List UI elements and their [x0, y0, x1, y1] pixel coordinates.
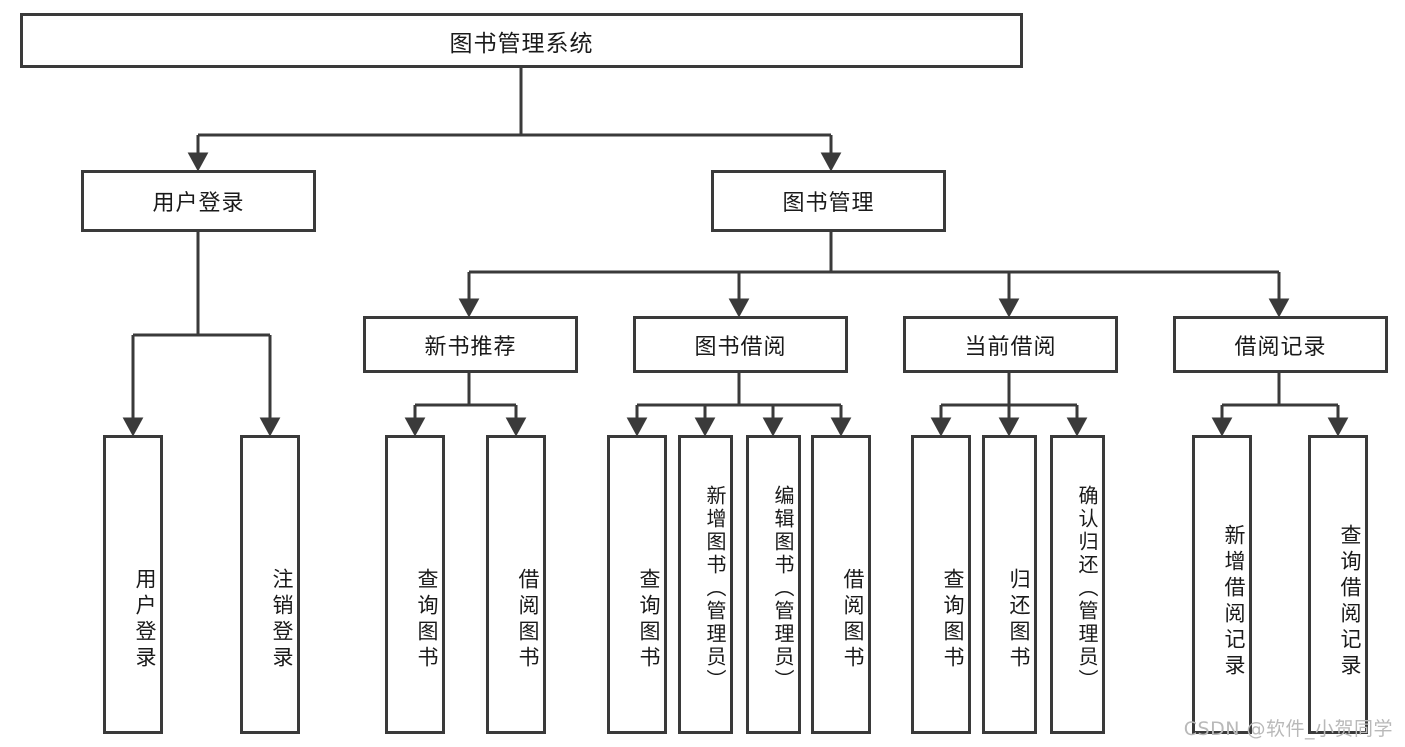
node-label: 借阅记录	[1234, 334, 1327, 360]
node-label: 查询图书	[415, 567, 439, 672]
node-leaf-query-borrow-record[interactable]: 查询借阅记录	[1308, 435, 1368, 734]
node-new-book-recommend[interactable]: 新书推荐	[363, 316, 578, 373]
node-leaf-query-book-recommend[interactable]: 查询图书	[385, 435, 445, 734]
node-leaf-edit-book-admin[interactable]: 编辑图书（管理员）	[746, 435, 801, 734]
node-label: 图书管理	[782, 191, 875, 216]
node-label: 图书管理系统	[449, 30, 594, 57]
node-label: 查询图书	[941, 567, 965, 672]
node-current-borrow[interactable]: 当前借阅	[903, 316, 1118, 373]
node-label: 注销登录	[270, 567, 294, 672]
node-leaf-logout[interactable]: 注销登录	[240, 435, 300, 734]
node-label: 新增图书（管理员）	[703, 485, 727, 692]
node-leaf-confirm-return-admin[interactable]: 确认归还（管理员）	[1050, 435, 1105, 734]
node-leaf-user-login[interactable]: 用户登录	[103, 435, 163, 734]
node-label: 查询借阅记录	[1338, 524, 1362, 680]
node-leaf-borrow-book[interactable]: 借阅图书	[811, 435, 871, 734]
node-label: 当前借阅	[964, 334, 1057, 360]
node-label: 图书借阅	[694, 334, 787, 360]
node-label: 归还图书	[1007, 567, 1031, 672]
node-label: 新增借阅记录	[1222, 524, 1246, 680]
node-leaf-add-book-admin[interactable]: 新增图书（管理员）	[678, 435, 733, 734]
node-user-login[interactable]: 用户登录	[81, 170, 316, 232]
node-label: 编辑图书（管理员）	[771, 485, 795, 692]
node-borrow-record[interactable]: 借阅记录	[1173, 316, 1388, 373]
node-root-book-management-system[interactable]: 图书管理系统	[20, 13, 1023, 68]
node-book-management[interactable]: 图书管理	[711, 170, 946, 232]
node-leaf-return-book[interactable]: 归还图书	[982, 435, 1037, 734]
watermark-text: CSDN @软件_小贺同学	[1183, 718, 1393, 740]
node-label: 用户登录	[152, 191, 245, 216]
node-leaf-borrow-book-recommend[interactable]: 借阅图书	[486, 435, 546, 734]
node-label: 借阅图书	[841, 567, 865, 672]
node-label: 查询图书	[637, 567, 661, 672]
node-label: 用户登录	[133, 567, 157, 672]
node-leaf-query-book-borrow[interactable]: 查询图书	[607, 435, 667, 734]
node-label: 确认归还（管理员）	[1075, 485, 1099, 692]
node-label: 借阅图书	[516, 567, 540, 672]
node-book-borrow[interactable]: 图书借阅	[633, 316, 848, 373]
node-leaf-add-borrow-record[interactable]: 新增借阅记录	[1192, 435, 1252, 734]
node-leaf-query-book-current[interactable]: 查询图书	[911, 435, 971, 734]
node-label: 新书推荐	[424, 334, 517, 360]
